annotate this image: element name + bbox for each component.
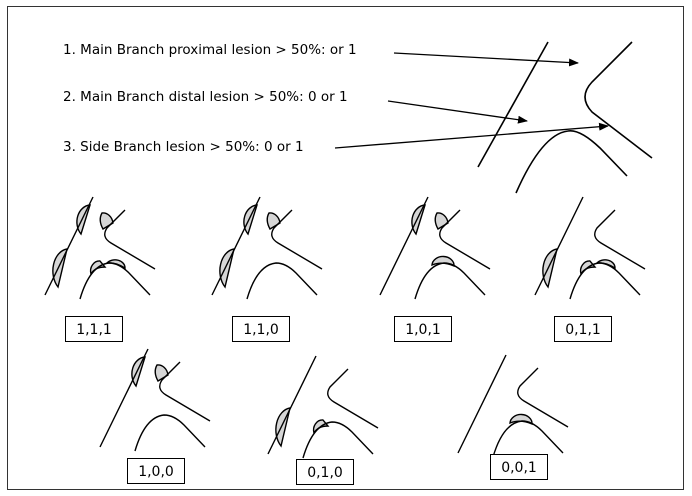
bif-0-0-1 bbox=[457, 354, 569, 458]
criterion-2-label: 2. Main Branch distal lesion > 50%: 0 or… bbox=[63, 89, 348, 105]
code-box-0-0-1: 0,0,1 bbox=[490, 454, 548, 480]
bif-1-0-0 bbox=[99, 348, 211, 452]
code-box-1-0-1: 1,0,1 bbox=[394, 316, 452, 342]
figure-frame bbox=[7, 6, 684, 490]
criterion-1-label: 1. Main Branch proximal lesion > 50%: or… bbox=[63, 42, 357, 58]
plaque-proximal bbox=[76, 204, 91, 236]
main-bifurcation bbox=[477, 41, 653, 194]
bif-0-1-1 bbox=[534, 196, 646, 300]
arrow-distal bbox=[387, 100, 528, 124]
bif-1-0-1 bbox=[379, 196, 491, 300]
arrow-proximal bbox=[393, 52, 579, 67]
code-box-1-1-0: 1,1,0 bbox=[232, 316, 290, 342]
arrow-side-branch bbox=[334, 122, 609, 149]
pointer-arrows bbox=[334, 52, 609, 149]
bif-1-1-1 bbox=[44, 196, 156, 300]
bif-0-1-0 bbox=[267, 355, 379, 459]
plaque-mb-right bbox=[99, 212, 114, 230]
criterion-3-label: 3. Side Branch lesion > 50%: 0 or 1 bbox=[63, 139, 304, 155]
code-box-1-1-1: 1,1,1 bbox=[65, 316, 123, 342]
code-box-0-1-1: 0,1,1 bbox=[554, 316, 612, 342]
main-branch-left-wall bbox=[477, 41, 549, 168]
side-branch-wall bbox=[515, 130, 628, 194]
bif-1-1-0 bbox=[211, 196, 323, 300]
code-box-0-1-0: 0,1,0 bbox=[296, 459, 354, 485]
code-box-1-0-0: 1,0,0 bbox=[127, 458, 185, 484]
main-branch-right-wall bbox=[584, 41, 653, 159]
